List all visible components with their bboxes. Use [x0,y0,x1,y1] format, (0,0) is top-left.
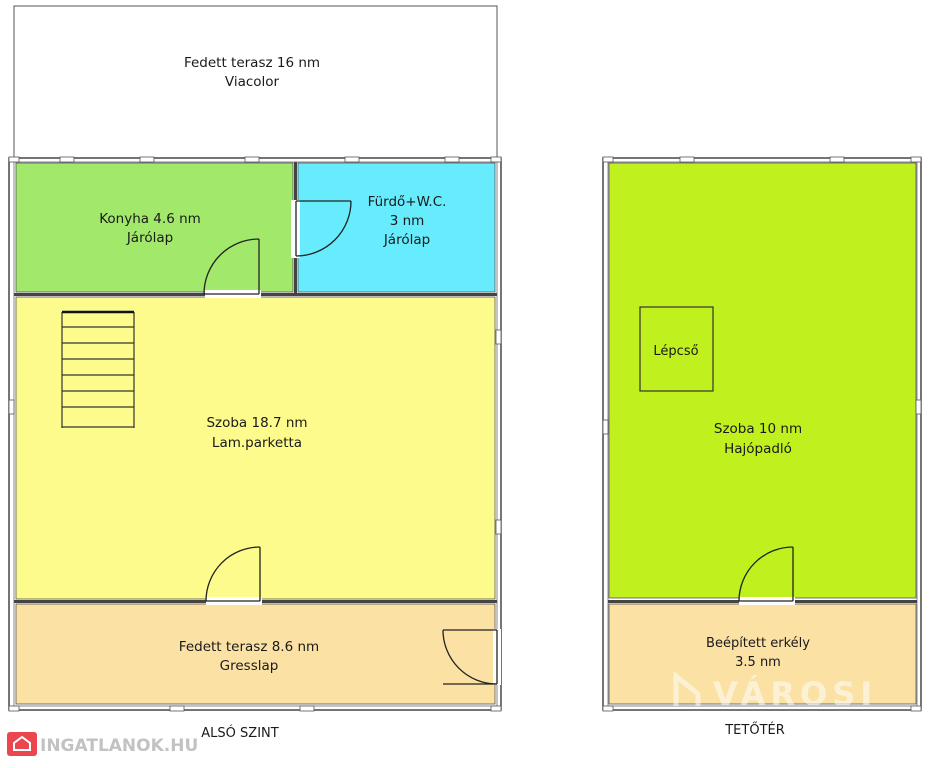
erkely-label: Beépített erkély [706,636,810,651]
stair-opening-teto: Lépcső [639,306,714,392]
szoba-also-area [15,296,496,600]
house-roof-icon [673,670,701,706]
szoba-also-surface: Lam.parketta [212,435,302,451]
fedett-terasz-felso-surface: Viacolor [225,74,280,90]
watermark-ingatlanok: INGATLANOK.HU [7,732,198,756]
wall-markers-also [8,156,502,712]
watermark-varosi: VÁROSI [673,670,877,713]
level-label-teto: TETŐTÉR [724,722,785,738]
terasz-also-area [15,603,496,705]
szoba-teto-area [608,162,917,599]
terasz-also-label: Fedett terasz 8.6 nm [179,639,319,655]
wall-markers-teto [602,156,922,712]
door-terasz-also [442,629,501,685]
door-konyha [203,238,261,298]
room-fedett-terasz-felso: Fedett terasz 16 nm Viacolor [13,5,498,159]
varosi-watermark-text: VÁROSI [713,675,877,713]
furdo-area [297,162,496,293]
konyha-label: Konyha 4.6 nm [99,211,201,227]
konyha-surface: Járólap [126,230,173,246]
door-erkely [738,546,795,605]
lepcso-label: Lépcső [653,344,698,359]
fedett-terasz-felso-label: Fedett terasz 16 nm [184,55,320,71]
furdo-area-text: 3 nm [390,213,425,229]
konyha-area [15,162,294,293]
room-szoba-also: Szoba 18.7 nm Lam.parketta [15,296,496,600]
furdo-label: Fürdő+W.C. [368,194,447,210]
room-furdo: Fürdő+W.C. 3 nm Járólap [297,162,496,293]
furdo-surface: Járólap [383,232,430,248]
house-icon [13,735,31,751]
room-fedett-terasz-also: Fedett terasz 8.6 nm Gresslap [15,603,496,705]
level-label-also: ALSÓ SZINT [201,725,278,741]
erkely-area [608,603,917,705]
room-szoba-teto: Szoba 10 nm Hajópadló [608,162,917,599]
door-furdo [291,200,352,258]
szoba-teto-label: Szoba 10 nm [714,421,802,437]
room-konyha: Konyha 4.6 nm Járólap [15,162,294,293]
ingatlanok-watermark-text: INGATLANOK.HU [40,736,198,756]
door-szoba-also [205,546,262,605]
erkely-area-text: 3.5 nm [735,655,781,670]
terasz-also-surface: Gresslap [220,658,279,674]
staircase-also [61,310,135,428]
room-erkely: Beépített erkély 3.5 nm [608,603,917,705]
szoba-also-label: Szoba 18.7 nm [206,415,307,431]
szoba-teto-surface: Hajópadló [724,441,792,457]
